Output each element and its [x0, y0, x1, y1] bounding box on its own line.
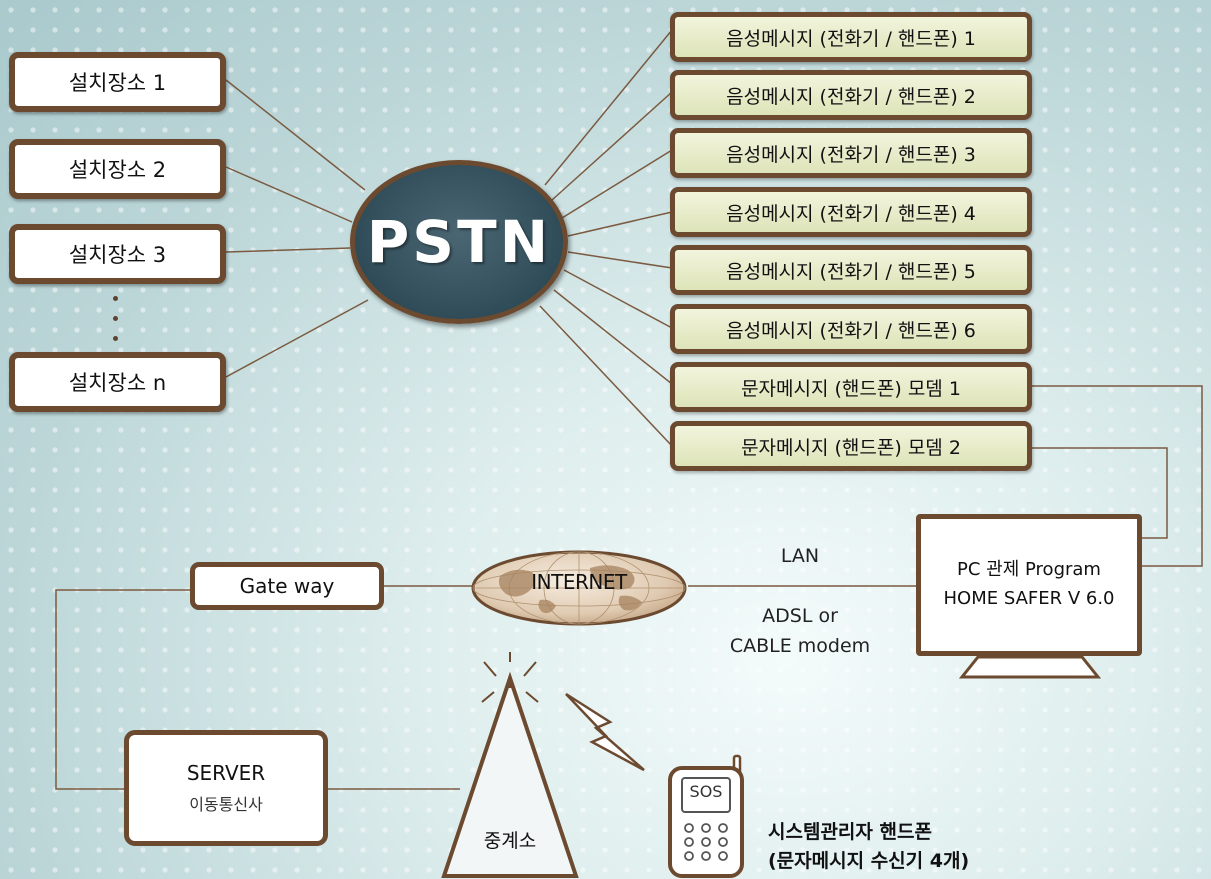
pc-program-label: PC 관제 Program — [957, 559, 1101, 581]
pc-version-label: HOME SAFER V 6.0 — [943, 588, 1115, 609]
voice-message-4-box: 음성메시지 (전화기 / 핸드폰) 4 — [670, 187, 1032, 237]
ellipsis-dot — [113, 336, 118, 341]
admin-phone-label: 시스템관리자 핸드폰 — [768, 821, 932, 843]
site-2-label: 설치장소 2 — [68, 158, 167, 182]
voice-message-1-box: 음성메시지 (전화기 / 핸드폰) 1 — [670, 12, 1032, 62]
voice-message-6-label: 음성메시지 (전화기 / 핸드폰) 6 — [726, 319, 976, 342]
site-1-label: 설치장소 1 — [68, 71, 167, 95]
voice-message-4-label: 음성메시지 (전화기 / 핸드폰) 4 — [726, 202, 976, 225]
sms-modem-1-box: 문자메시지 (핸드폰) 모뎀 1 — [670, 362, 1032, 412]
server-label: SERVER — [186, 761, 266, 785]
sms-modem-1-label: 문자메시지 (핸드폰) 모뎀 1 — [741, 377, 961, 400]
voice-message-5-box: 음성메시지 (전화기 / 핸드폰) 5 — [670, 245, 1032, 295]
server-box: SERVER 이동통신사 — [124, 730, 328, 846]
ellipsis-dot — [113, 316, 118, 321]
voice-message-5-label: 음성메시지 (전화기 / 핸드폰) 5 — [726, 260, 976, 283]
ellipsis-dot — [113, 296, 118, 301]
gateway-label: Gate way — [239, 574, 335, 598]
voice-message-3-box: 음성메시지 (전화기 / 핸드폰) 3 — [670, 128, 1032, 178]
site-n-label: 설치장소 n — [68, 371, 167, 395]
sms-modem-2-label: 문자메시지 (핸드폰) 모뎀 2 — [741, 436, 961, 459]
voice-message-6-box: 음성메시지 (전화기 / 핸드폰) 6 — [670, 304, 1032, 354]
relay-label: 중계소 — [483, 830, 537, 852]
sos-label: SOS — [689, 782, 723, 801]
voice-message-1-label: 음성메시지 (전화기 / 핸드폰) 1 — [726, 27, 976, 50]
site-3-label: 설치장소 3 — [68, 243, 167, 267]
signal-bolt-icon — [565, 692, 645, 772]
adsl-label-line1: ADSL or — [762, 605, 838, 627]
gateway-box: Gate way — [190, 562, 384, 610]
site-1-box: 설치장소 1 — [9, 52, 226, 112]
sms-modem-2-box: 문자메시지 (핸드폰) 모뎀 2 — [670, 421, 1032, 471]
adsl-label-line2: CABLE modem — [729, 635, 871, 657]
site-n-box: 설치장소 n — [9, 352, 226, 412]
relay-tower-icon — [441, 652, 579, 878]
site-2-box: 설치장소 2 — [9, 139, 226, 199]
globe-icon — [471, 550, 687, 626]
pstn-hub: PSTN — [350, 160, 568, 324]
sms-receiver-label: (문자메시지 수신기 4개) — [768, 849, 970, 872]
internet-label: INTERNET — [531, 570, 627, 594]
pc-monitor: PC 관제 Program HOME SAFER V 6.0 — [916, 514, 1142, 656]
mobile-phone-icon — [668, 754, 744, 878]
site-3-box: 설치장소 3 — [9, 224, 226, 284]
monitor-stand-icon — [958, 655, 1102, 679]
lan-label: LAN — [780, 545, 820, 567]
voice-message-3-label: 음성메시지 (전화기 / 핸드폰) 3 — [726, 143, 976, 166]
admin-phone-caption: 시스템관리자 핸드폰 (문자메시지 수신기 4개) — [768, 818, 969, 875]
voice-message-2-box: 음성메시지 (전화기 / 핸드폰) 2 — [670, 70, 1032, 120]
carrier-label: 이동통신사 — [189, 795, 263, 814]
voice-message-2-label: 음성메시지 (전화기 / 핸드폰) 2 — [726, 85, 976, 108]
pstn-label: PSTN — [366, 208, 552, 276]
